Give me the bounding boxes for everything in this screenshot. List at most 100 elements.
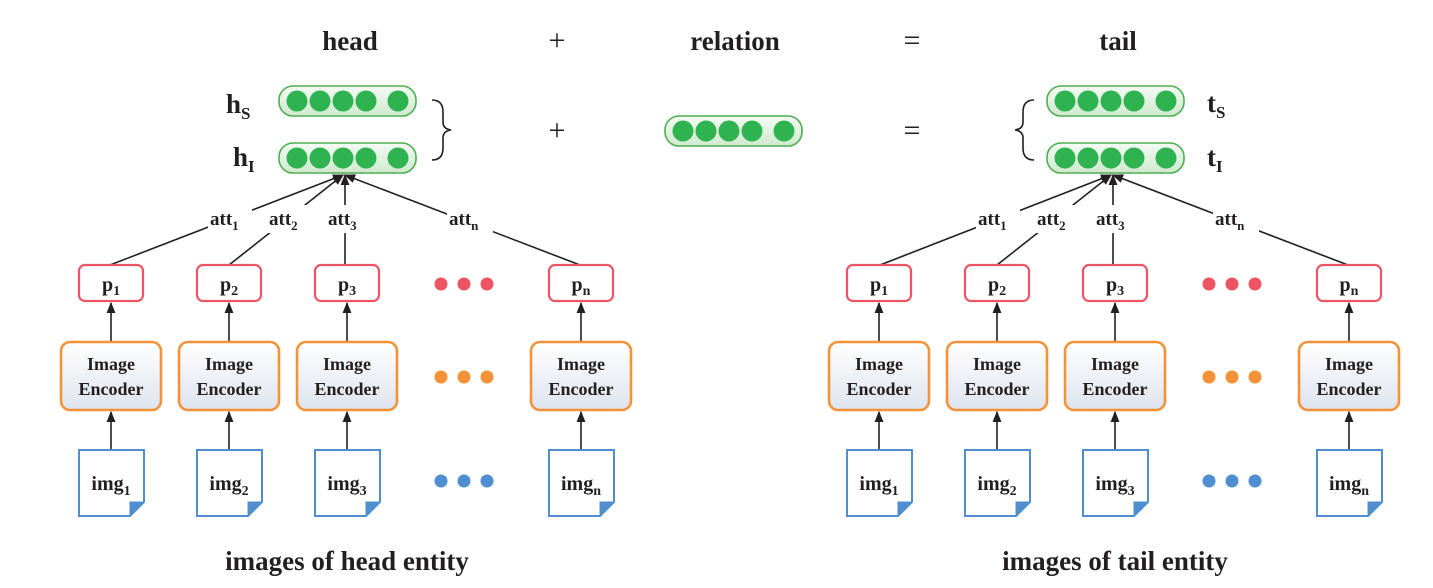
tail-encoder-n: Image Encoder	[1297, 340, 1401, 412]
middle-plus: +	[549, 114, 566, 147]
head-encoder-3: Image Encoder	[295, 340, 399, 412]
middle-equals: =	[904, 114, 921, 147]
head-image-3-document-icon: img3	[314, 449, 382, 518]
head-projection-1: p1	[77, 263, 145, 303]
head-att-1: att1	[208, 205, 252, 233]
tail-image-vector	[1046, 142, 1185, 174]
svg-text:p3: p3	[1106, 274, 1124, 299]
svg-text:Encoder: Encoder	[1317, 379, 1382, 399]
head-image-label: hI	[233, 142, 255, 176]
tail-att-3: att3	[1094, 205, 1138, 233]
svg-text:Encoder: Encoder	[965, 379, 1030, 399]
tail-caption: images of tail entity	[1002, 546, 1228, 576]
svg-text:Encoder: Encoder	[847, 379, 912, 399]
svg-text:Image: Image	[855, 354, 903, 374]
header-relation: relation	[690, 26, 780, 56]
svg-text:Image: Image	[323, 354, 371, 374]
head-att-3: att3	[326, 205, 370, 233]
svg-text:Encoder: Encoder	[197, 379, 262, 399]
svg-text:img1: img1	[859, 473, 898, 499]
head-side: hS hI att1 att2	[59, 85, 633, 576]
tail-brace-icon	[1014, 99, 1035, 161]
svg-text:Image: Image	[1091, 354, 1139, 374]
svg-text:att2: att2	[1037, 209, 1066, 233]
svg-text:p2: p2	[988, 274, 1006, 299]
head-image-ellipsis-icon	[434, 474, 494, 488]
head-att-n: attn	[447, 205, 493, 233]
tail-image-2-document-icon: img2	[964, 449, 1032, 518]
svg-text:Encoder: Encoder	[315, 379, 380, 399]
head-projection-ellipsis-icon	[434, 277, 494, 291]
head-encoder-2: Image Encoder	[177, 340, 281, 412]
svg-text:p2: p2	[220, 274, 238, 299]
svg-text:imgn: imgn	[561, 473, 601, 499]
tail-projection-n: pn	[1315, 263, 1383, 303]
head-encoder-n: Image Encoder	[529, 340, 633, 412]
tail-image-1-document-icon: img1	[846, 449, 914, 518]
head-projection-n: pn	[547, 263, 615, 303]
tail-projection-1: p1	[845, 263, 913, 303]
svg-text:att3: att3	[328, 209, 357, 233]
tail-projection-ellipsis-icon	[1202, 277, 1262, 291]
head-image-n-document-icon: imgn	[548, 449, 616, 518]
svg-text:img1: img1	[91, 473, 130, 499]
header-equals: =	[904, 24, 921, 57]
svg-text:Encoder: Encoder	[549, 379, 614, 399]
svg-text:Image: Image	[557, 354, 605, 374]
head-encoder-1: Image Encoder	[59, 340, 163, 412]
tail-att-1: att1	[976, 205, 1020, 233]
relation-vector	[664, 115, 803, 147]
svg-text:p1: p1	[870, 274, 888, 299]
tail-projection-3: p3	[1081, 263, 1149, 303]
svg-text:pn: pn	[1340, 274, 1359, 299]
head-projection-2: p2	[195, 263, 263, 303]
svg-text:p3: p3	[338, 274, 356, 299]
svg-text:Image: Image	[1325, 354, 1373, 374]
svg-text:Image: Image	[87, 354, 135, 374]
svg-text:pn: pn	[572, 274, 591, 299]
header-plus: +	[549, 24, 566, 57]
svg-text:att1: att1	[978, 209, 1007, 233]
tail-image-label: tI	[1207, 142, 1223, 176]
header-tail: tail	[1099, 26, 1137, 56]
head-projection-3: p3	[313, 263, 381, 303]
svg-text:p1: p1	[102, 274, 120, 299]
tail-side: tS tI att1 att2 att3 attn p1	[827, 85, 1401, 576]
svg-text:imgn: imgn	[1329, 473, 1369, 499]
tail-encoder-2: Image Encoder	[945, 340, 1049, 412]
svg-text:Image: Image	[205, 354, 253, 374]
head-encoder-ellipsis-icon	[434, 370, 494, 384]
svg-text:attn: attn	[1215, 209, 1245, 233]
svg-text:Encoder: Encoder	[1083, 379, 1148, 399]
tail-image-n-document-icon: imgn	[1316, 449, 1384, 518]
svg-text:img2: img2	[977, 473, 1016, 499]
tail-encoder-3: Image Encoder	[1063, 340, 1167, 412]
tail-image-3-document-icon: img3	[1082, 449, 1150, 518]
head-brace-icon	[431, 99, 452, 161]
head-image-1-document-icon: img1	[78, 449, 146, 518]
header-head: head	[322, 26, 378, 56]
head-caption: images of head entity	[225, 546, 469, 576]
tail-structure-label: tS	[1207, 88, 1225, 122]
svg-text:img3: img3	[327, 473, 366, 499]
svg-text:att2: att2	[269, 209, 298, 233]
tail-image-ellipsis-icon	[1202, 474, 1262, 488]
tail-encoder-ellipsis-icon	[1202, 370, 1262, 384]
head-image-vector	[278, 142, 417, 174]
head-structure-vector	[278, 85, 417, 117]
head-structure-label: hS	[226, 89, 251, 123]
tail-encoder-1: Image Encoder	[827, 340, 931, 412]
tail-att-2: att2	[1035, 205, 1079, 233]
tail-projection-2: p2	[963, 263, 1031, 303]
svg-text:Encoder: Encoder	[79, 379, 144, 399]
svg-text:att1: att1	[210, 209, 239, 233]
tail-att-n: attn	[1213, 205, 1259, 233]
svg-text:att3: att3	[1096, 209, 1125, 233]
svg-text:Image: Image	[973, 354, 1021, 374]
svg-text:img2: img2	[209, 473, 248, 499]
svg-text:attn: attn	[449, 209, 479, 233]
tail-structure-vector	[1046, 85, 1185, 117]
head-image-2-document-icon: img2	[196, 449, 264, 518]
head-att-2: att2	[267, 205, 311, 233]
